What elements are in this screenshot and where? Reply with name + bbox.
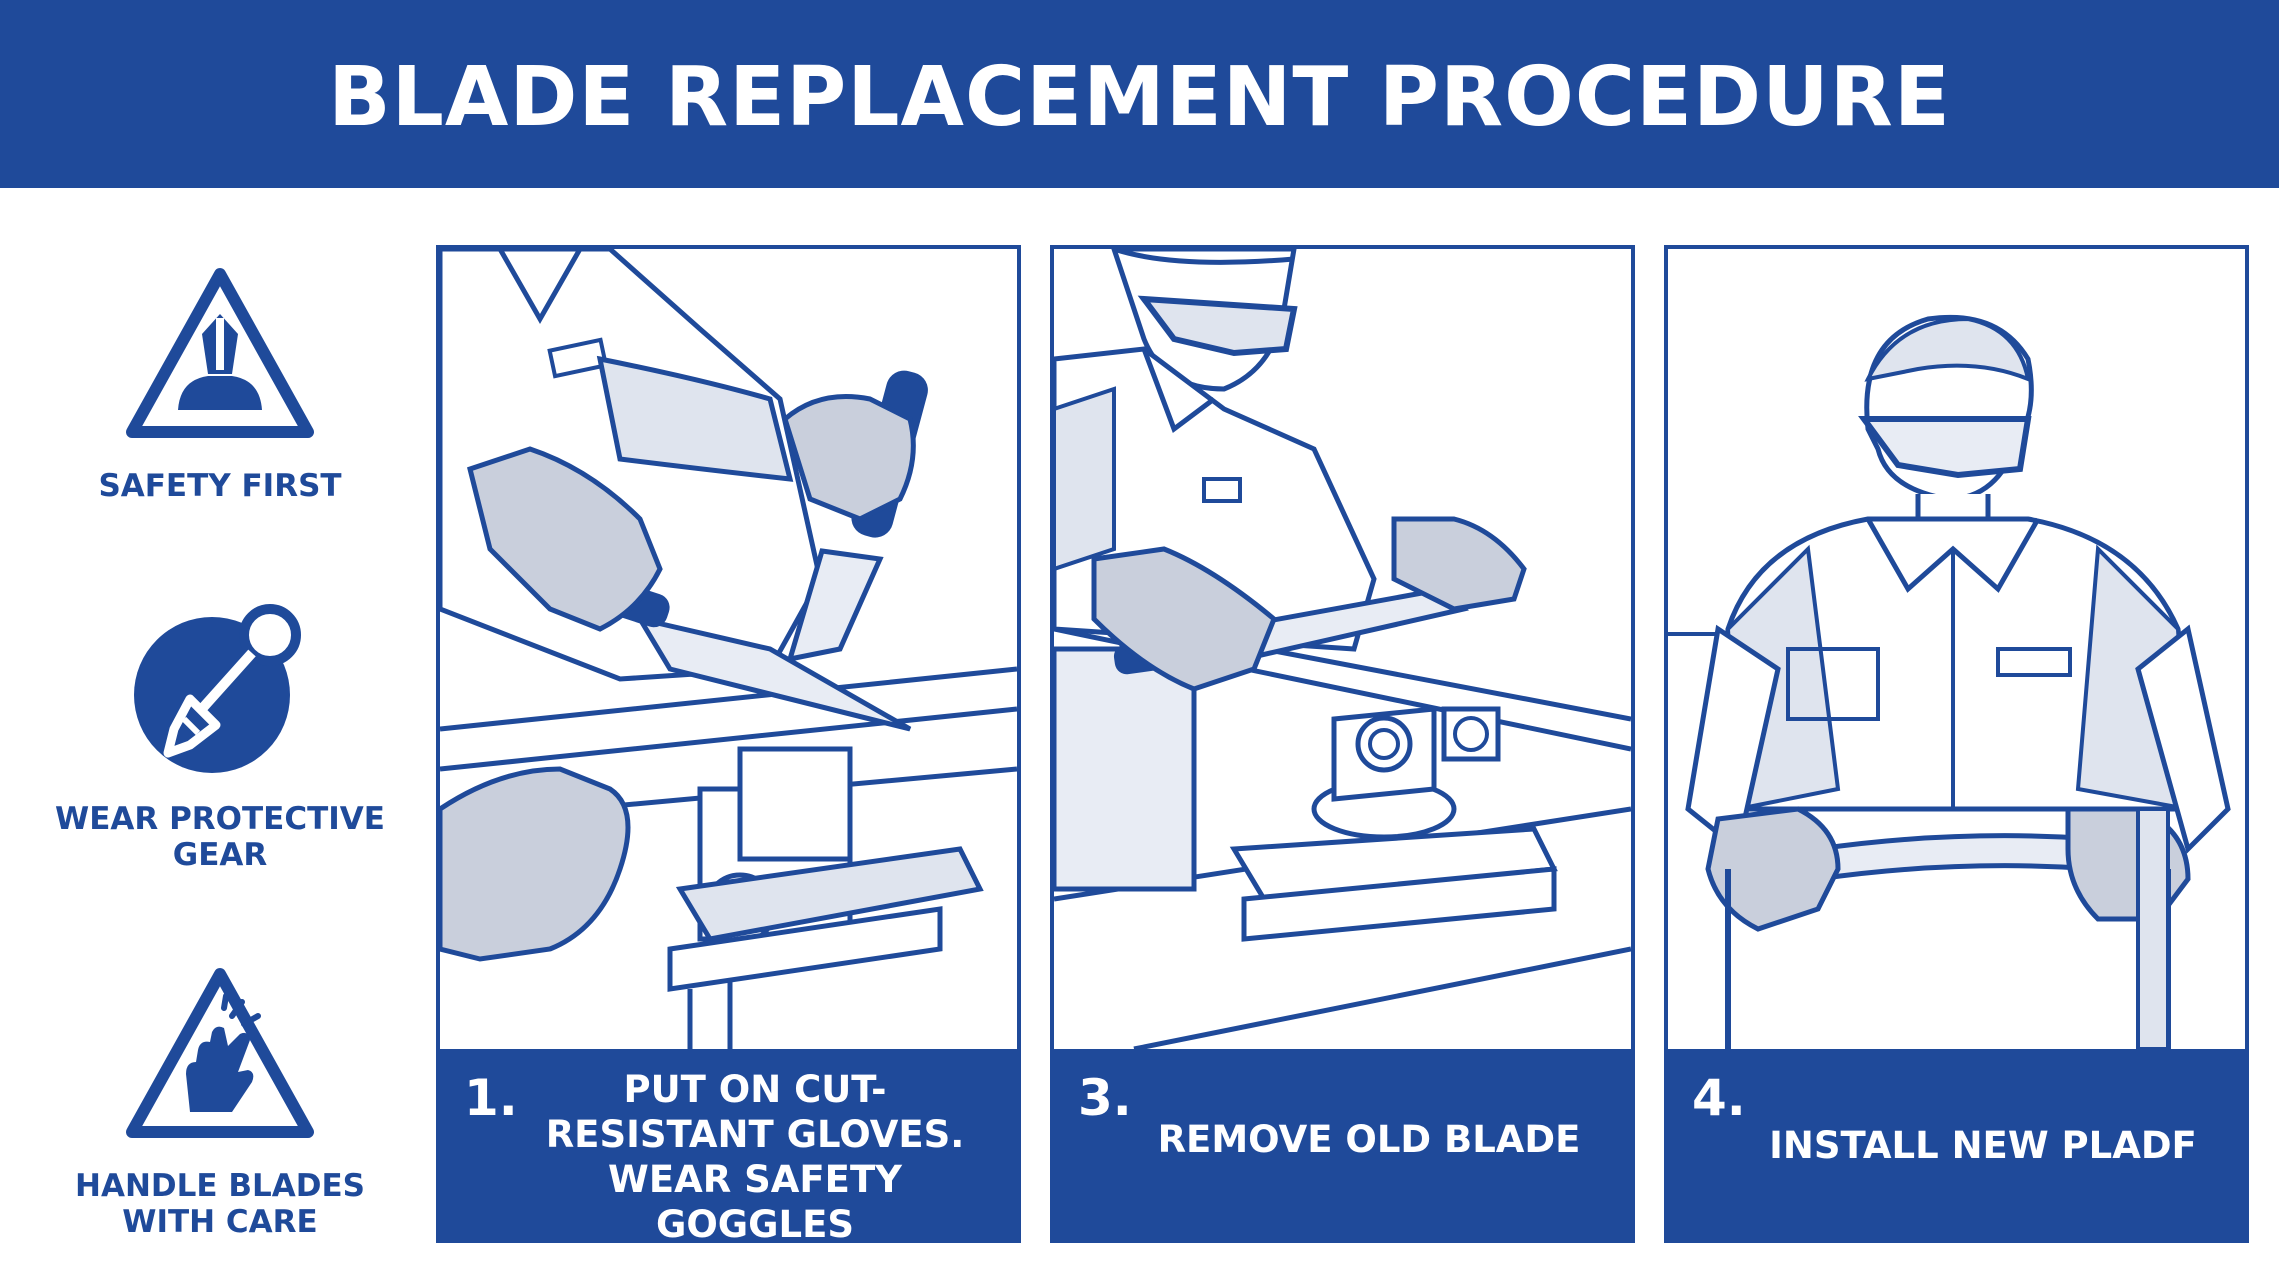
step-caption: 3. REMOVE OLD BLADE [1054, 1049, 1631, 1239]
step-caption: 1. PUT ON CUT-RESISTANT GLOVES. WEAR SAF… [440, 1049, 1017, 1239]
sidebar-label: SAFETY FIRST [98, 468, 342, 504]
sidebar-item-safety-first: SAFETY FIRST [40, 262, 400, 504]
sidebar-item-handle-blades: HANDLE BLADES WITH CARE [40, 962, 400, 1240]
sidebar-item-protective-gear: WEAR PROTECTIVE GEAR [40, 595, 400, 873]
worker-removing-blade-illustration [1054, 249, 1631, 1049]
worker-holding-new-blade-illustration [1668, 314, 2231, 1049]
step-caption: 4. INSTALL NEW PLADF [1668, 1049, 2245, 1239]
page-title: BLADE REPLACEMENT PROCEDURE [328, 50, 1951, 145]
header-bar: BLADE REPLACEMENT PROCEDURE [0, 0, 2279, 188]
sidebar-label: HANDLE BLADES WITH CARE [75, 1168, 365, 1240]
step-panel-3: 4. INSTALL NEW PLADF [1664, 245, 2249, 1243]
sidebar-label: WEAR PROTECTIVE GEAR [55, 801, 385, 873]
safety-warning-triangle-icon [126, 268, 314, 438]
step-text: PUT ON CUT-RESISTANT GLOVES. WEAR SAFETY… [545, 1068, 965, 1243]
step-number: 4. [1692, 1069, 1746, 1127]
step-text: INSTALL NEW PLADF [1769, 1124, 2197, 1167]
gloved-hands-holding-knives-illustration [440, 249, 1017, 1049]
step-number: 3. [1078, 1069, 1132, 1127]
step-text: REMOVE OLD BLADE [1157, 1118, 1581, 1161]
step-number: 1. [464, 1069, 518, 1127]
step-panel-2: 3. REMOVE OLD BLADE [1050, 245, 1635, 1243]
step-panel-1: 1. PUT ON CUT-RESISTANT GLOVES. WEAR SAF… [436, 245, 1021, 1243]
hand-caution-triangle-icon [126, 968, 314, 1138]
protective-gear-circle-icon [134, 604, 301, 773]
